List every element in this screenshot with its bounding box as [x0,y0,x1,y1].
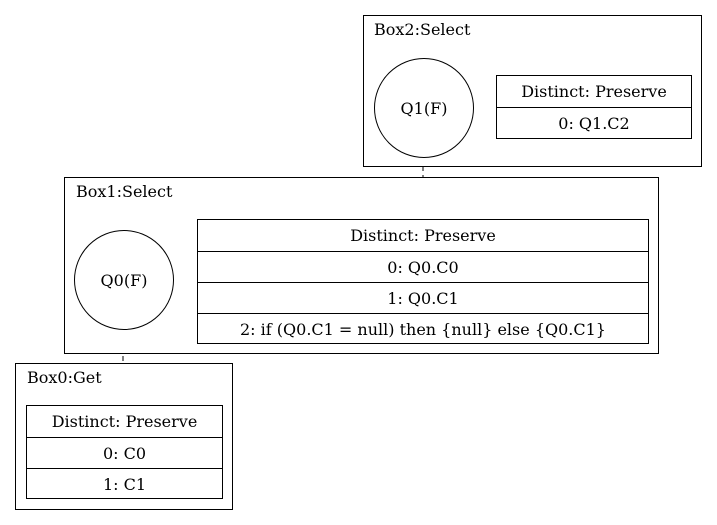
columns-table: Distinct: Preserve 0: Q0.C0 1: Q0.C1 2: … [197,219,649,344]
column-row: 0: Q0.C0 [198,251,648,282]
box2-select: Box2:Select Q1(F) Distinct: Preserve 0: … [363,15,702,167]
column-row: 0: C0 [27,437,222,468]
quantifier-q0: Q0(F) [74,230,174,330]
columns-table: Distinct: Preserve 0: Q1.C2 [496,75,692,139]
distinct-row: Distinct: Preserve [521,82,667,101]
columns-table: Distinct: Preserve 0: C0 1: C1 [26,405,223,499]
box0-get: Box0:Get Distinct: Preserve 0: C0 1: C1 [15,363,233,510]
column-row: 0: Q1.C2 [497,107,691,138]
quantifier-q1: Q1(F) [374,58,474,158]
column-row: 2: if (Q0.C1 = null) then {null} else {Q… [198,313,648,344]
box-title: Box1:Select [76,182,173,201]
box-title: Box2:Select [374,20,471,39]
box-title: Box0:Get [27,368,102,387]
column-row: 1: C1 [27,468,222,499]
column-row: 1: Q0.C1 [198,282,648,313]
distinct-row: Distinct: Preserve [51,412,198,431]
distinct-row: Distinct: Preserve [350,226,496,245]
box1-select: Box1:Select Q0(F) Distinct: Preserve 0: … [64,177,659,354]
